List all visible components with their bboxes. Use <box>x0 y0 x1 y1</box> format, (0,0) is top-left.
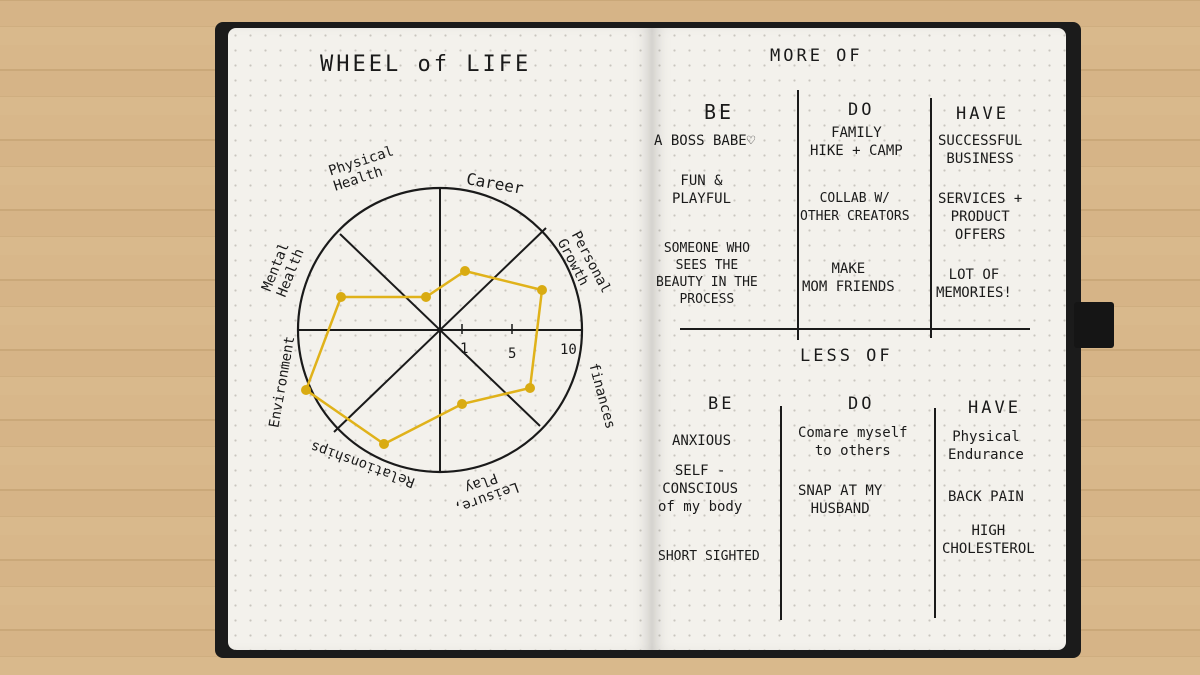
less-be-item-3: SHORT SIGHTED <box>658 549 760 564</box>
more-do-item-3: MAKE MOM FRIENDS <box>802 261 895 295</box>
less-of-heading: LESS OF <box>800 346 893 366</box>
score-point-physical-health <box>421 292 431 302</box>
scale-label-1: 1 <box>460 341 469 357</box>
more-have-item-1: SUCCESSFUL BUSINESS <box>938 133 1023 167</box>
left-page: WHEEL of LIFE 1 5 10 Physical Health Car… <box>228 28 652 650</box>
section-divider <box>680 328 1030 330</box>
score-point-career <box>460 266 470 276</box>
more-have-item-3: LOT OF MEMORIES! <box>936 267 1012 301</box>
elastic-strap <box>1074 302 1114 348</box>
more-be-item-1: A BOSS BABE♡ <box>654 133 756 149</box>
wheel-diagram <box>296 186 584 474</box>
more-do-item-1: FAMILY HIKE + CAMP <box>810 125 903 159</box>
more-be-item-2: FUN & PLAYFUL <box>672 173 732 207</box>
more-divider-2 <box>930 98 932 338</box>
score-point-environment <box>301 385 311 395</box>
less-do-item-2: SNAP AT MY HUSBAND <box>798 483 883 517</box>
score-point-finances <box>525 383 535 393</box>
less-do-item-1: Comare myself to others <box>798 425 908 459</box>
more-divider-1 <box>797 90 799 340</box>
less-have-item-1: Physical Endurance <box>948 429 1024 463</box>
more-do-item-2: COLLAB W/ OTHER CREATORS <box>800 191 910 224</box>
more-have-header: HAVE <box>956 104 1009 124</box>
less-be-item-2: SELF - CONSCIOUS of my body <box>658 463 743 515</box>
right-page: MORE OF BE A BOSS BABE♡ FUN & PLAYFUL SO… <box>652 28 1066 650</box>
less-have-item-2: BACK PAIN <box>948 489 1024 505</box>
score-point-mental-health <box>336 292 346 302</box>
score-point-leisure <box>457 399 467 409</box>
less-be-item-1: ANXIOUS <box>672 433 732 449</box>
more-be-item-3: SOMEONE WHO SEES THE BEAUTY IN THE PROCE… <box>656 241 758 307</box>
less-have-header: HAVE <box>968 398 1021 418</box>
page-title: WHEEL of LIFE <box>320 52 532 77</box>
less-divider-2 <box>934 408 936 618</box>
score-point-personal-growth <box>537 285 547 295</box>
more-be-header: BE <box>704 100 735 124</box>
less-divider-1 <box>780 406 782 620</box>
less-do-header: DO <box>848 394 875 414</box>
less-have-item-3: HIGH CHOLESTEROL <box>942 523 1035 557</box>
more-have-item-2: SERVICES + PRODUCT OFFERS <box>938 191 1023 243</box>
scale-label-10: 10 <box>560 342 577 358</box>
spoke-diagonal-b <box>333 227 547 433</box>
scale-label-5: 5 <box>508 346 517 362</box>
score-point-relationships <box>379 439 389 449</box>
less-be-header: BE <box>708 394 735 414</box>
more-of-heading: MORE OF <box>770 46 863 66</box>
more-do-header: DO <box>848 100 875 120</box>
